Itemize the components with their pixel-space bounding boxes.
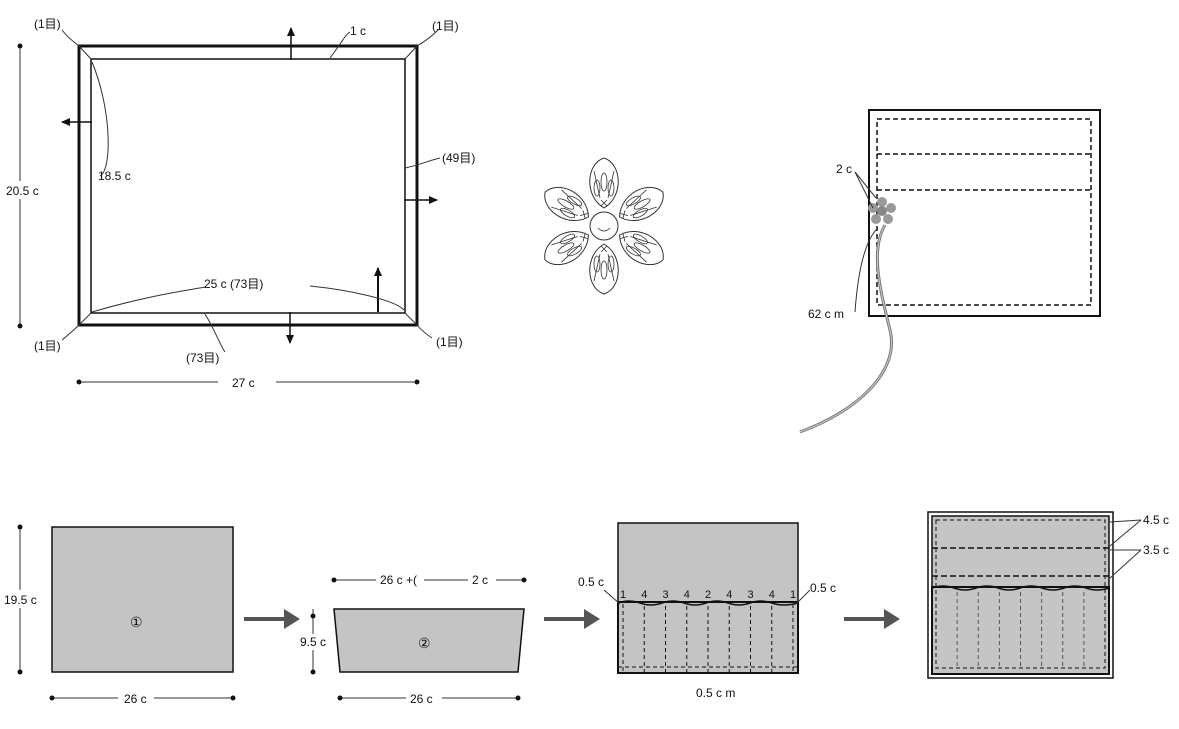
pocket-number-label: 3 — [663, 589, 669, 601]
bag-cord-length-label: 62 c m — [808, 307, 844, 321]
frame-outer-height-label: 20.5 c — [6, 184, 39, 198]
pocket-number-label: 4 — [726, 589, 732, 601]
panel4-top-measure-label: 4.5 c — [1143, 513, 1169, 527]
frame-inner-height-label: 18.5 c — [98, 169, 131, 183]
panel2-width-label: 26 c — [410, 692, 433, 706]
panel2-top-label: 26 c +( — [380, 573, 417, 587]
bag-flower-size-label: 2 c — [836, 162, 852, 176]
finished-bag-diagram: 2 c 62 c m — [799, 109, 1101, 434]
bag-outline — [868, 109, 1101, 317]
frame-outer-width-label: 27 c — [232, 376, 255, 390]
frame-corner-tr-label: (1目) — [432, 19, 459, 33]
frame-top-width-label: 1 c — [350, 24, 366, 38]
step-arrow-1 — [244, 609, 300, 629]
frame-corner-bl-label: (1目) — [34, 339, 61, 353]
panel2-fabric — [333, 608, 525, 673]
pocket-number-label: 4 — [641, 589, 647, 601]
step1-panel: 19.5 c 26 c ① — [4, 524, 236, 706]
step3-panel: 1 4 3 4 2 4 3 4 1 0.5 c 0.5 c 0.5 c m — [578, 522, 836, 700]
flower-icon — [868, 197, 896, 224]
pocket-number-label: 1 — [620, 589, 626, 601]
panel4-second-measure-label: 3.5 c — [1143, 543, 1169, 557]
pocket-number-label: 4 — [684, 589, 690, 601]
panel2-height-label: 9.5 c — [300, 635, 326, 649]
pocket-number-label: 3 — [748, 589, 754, 601]
frame-diagram: (1目) (1目) (1目) (1目) 1 c 18.5 c (49目) 25 … — [6, 17, 475, 390]
frame-inner-width-label: 25 c (73目) — [204, 277, 263, 291]
step-arrow-2 — [544, 609, 600, 629]
pocket-number-label: 4 — [769, 589, 775, 601]
panel3-right-margin-label: 0.5 c — [810, 581, 836, 595]
step-arrow-3 — [844, 609, 900, 629]
panel1-width-label: 26 c — [124, 692, 147, 706]
panel1-fabric — [51, 526, 234, 673]
frame-corner-br-label: (1目) — [436, 335, 463, 349]
frame-outer-border — [77, 44, 419, 327]
frame-right-count-label: (49目) — [442, 151, 475, 165]
panel1-number-label: ① — [130, 614, 143, 630]
flower-chart-icon — [537, 157, 671, 295]
panel1-height-label: 19.5 c — [4, 593, 37, 607]
panel2-number-label: ② — [418, 635, 431, 651]
step4-panel: 4.5 c 3.5 c — [927, 511, 1169, 679]
frame-inner-border — [90, 58, 406, 314]
panel3-bottom-label: 0.5 c m — [696, 686, 735, 700]
pocket-number-label: 1 — [790, 589, 796, 601]
frame-bottom-count-label: (73目) — [186, 351, 219, 365]
frame-corner-tl-label: (1目) — [34, 17, 61, 31]
pocket-number-label: 2 — [705, 589, 711, 601]
panel2-top-extra-label: 2 c — [472, 573, 488, 587]
step2-panel: 26 c +( 2 c 9.5 c 26 c ② — [298, 572, 527, 706]
panel3-left-margin-label: 0.5 c — [578, 575, 604, 589]
